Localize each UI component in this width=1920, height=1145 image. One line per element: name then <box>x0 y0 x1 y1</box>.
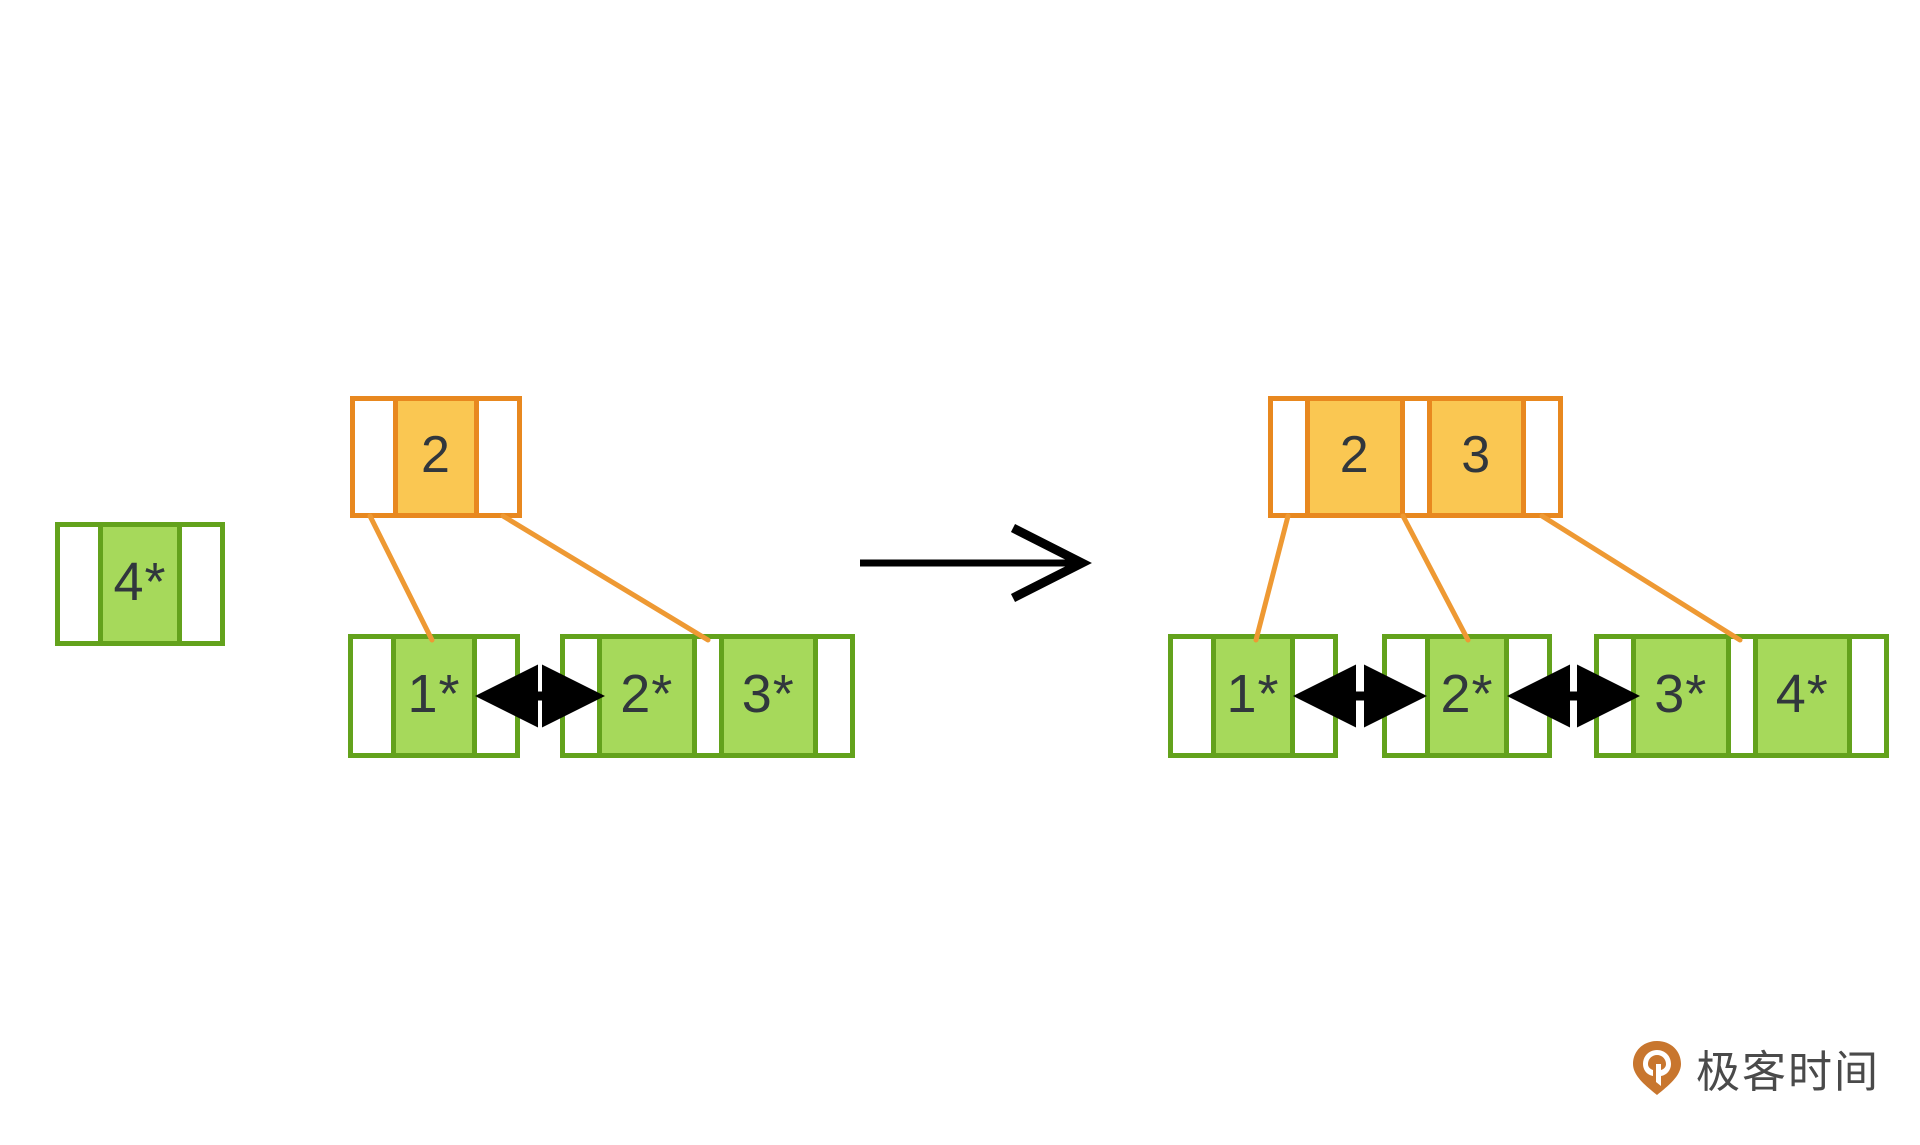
inserted-entry-node: 4* <box>55 522 225 646</box>
before-leaf-1: 1* <box>348 634 520 758</box>
leaf-entry-cell: 4* <box>1752 639 1852 753</box>
after-leaf-1: 1* <box>1168 634 1338 758</box>
leaf-entry-label: 2* <box>620 664 674 724</box>
leaf-pointer-cell <box>1295 639 1333 753</box>
internal-pointer-cell-0 <box>1273 401 1305 513</box>
leaf-entry-label: 1* <box>1226 664 1280 724</box>
link-before-0 <box>367 513 435 643</box>
after-leaf-3: 3* 4* <box>1594 634 1889 758</box>
leaf-entry-cell: 1* <box>391 639 477 753</box>
leaf-pointer-cell <box>477 639 515 753</box>
leaf-pointer-cell <box>565 639 597 753</box>
leaf-pointer-cell <box>1173 639 1211 753</box>
internal-key-label: 3 <box>1461 426 1492 484</box>
leaf-pointer-cell <box>1730 639 1753 753</box>
link-after-2 <box>1539 513 1743 643</box>
watermark-text: 极客时间 <box>1696 1047 1880 1098</box>
leaf-entry-label: 3* <box>1654 664 1708 724</box>
leaf-pointer-cell <box>818 639 850 753</box>
internal-key-cell-0: 2 <box>1305 401 1405 513</box>
leaf-entry-cell: 1* <box>1211 639 1295 753</box>
leaf-entry-label: 1* <box>407 664 461 724</box>
leaf-entry-label: 2* <box>1440 664 1494 724</box>
leaf-pointer-cell <box>353 639 391 753</box>
watermark: 极客时间 <box>1632 1036 1880 1100</box>
internal-pointer-cell-2 <box>1526 401 1558 513</box>
link-before-1 <box>500 513 711 643</box>
leaf-entry-cell: 2* <box>1425 639 1509 753</box>
before-internal-node: 2 <box>350 396 522 518</box>
link-after-1 <box>1400 513 1471 643</box>
entry-cell: 4* <box>98 527 182 641</box>
leaf-entry-label: 4* <box>1775 664 1829 724</box>
leaf-pointer-cell <box>1387 639 1425 753</box>
internal-pointer-cell-1 <box>1404 401 1427 513</box>
leaf-entry-cell: 3* <box>718 639 818 753</box>
leaf-entry-label: 3* <box>741 664 795 724</box>
leaf-entry-cell: 2* <box>597 639 697 753</box>
internal-key-label: 2 <box>1339 426 1370 484</box>
internal-key-cell-0: 2 <box>393 401 479 513</box>
internal-key-label: 2 <box>421 426 451 484</box>
internal-key-cell-1: 3 <box>1426 401 1526 513</box>
link-after-0 <box>1253 513 1291 643</box>
pointer-cell <box>60 527 98 641</box>
after-leaf-2: 2* <box>1382 634 1552 758</box>
leaf-entry-cell: 3* <box>1631 639 1731 753</box>
after-internal-node: 2 3 <box>1268 396 1563 518</box>
internal-pointer-cell-0 <box>355 401 393 513</box>
pointer-cell <box>182 527 220 641</box>
leaf-pointer-cell <box>1852 639 1884 753</box>
leaf-pointer-cell <box>1509 639 1547 753</box>
leaf-pointer-cell <box>1599 639 1631 753</box>
leaf-pointer-cell <box>696 639 719 753</box>
entry-label: 4* <box>113 552 167 612</box>
geektime-logo <box>1633 1041 1681 1095</box>
before-leaf-2: 2* 3* <box>560 634 855 758</box>
internal-pointer-cell-1 <box>479 401 517 513</box>
